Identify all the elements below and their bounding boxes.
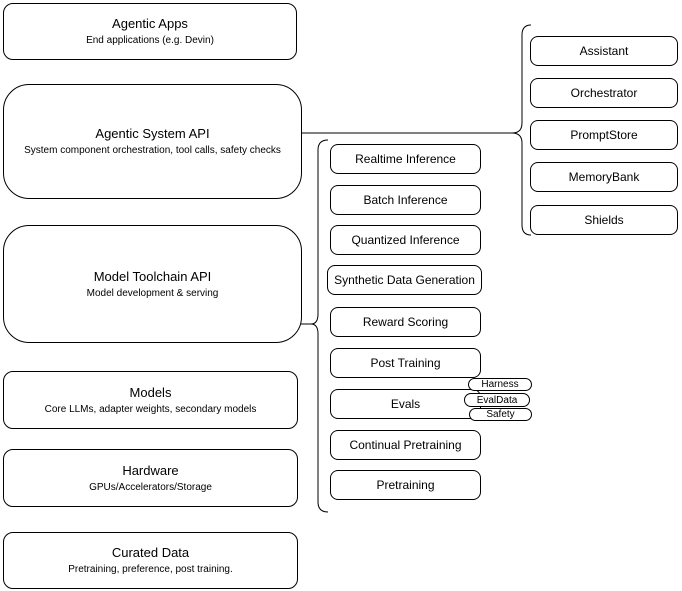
node-assistant: Assistant (530, 36, 678, 66)
node-orchestrator: Orchestrator (530, 78, 678, 108)
node-promptstore: PromptStore (530, 120, 678, 150)
node-subtitle: GPUs/Accelerators/Storage (89, 481, 212, 493)
badge-harness: Harness (468, 378, 532, 391)
node-label: Evals (390, 397, 421, 411)
node-subtitle: System component orchestration, tool cal… (24, 145, 281, 156)
node-label: Synthetic Data Generation (334, 273, 475, 287)
node-quantized-inference: Quantized Inference (330, 225, 481, 255)
node-agentic-system-api: Agentic System API System component orch… (3, 84, 302, 199)
node-hardware: Hardware GPUs/Accelerators/Storage (3, 449, 298, 507)
node-agentic-apps: Agentic Apps End applications (e.g. Devi… (3, 3, 297, 60)
badge-label: Safety (486, 409, 515, 420)
node-label: Orchestrator (570, 86, 638, 100)
node-label: Realtime Inference (355, 152, 456, 166)
node-label: Quantized Inference (351, 233, 460, 247)
node-reward-scoring: Reward Scoring (330, 307, 481, 337)
node-pretraining: Pretraining (330, 470, 481, 500)
node-title: Model Toolchain API (93, 268, 212, 284)
node-realtime-inference: Realtime Inference (330, 144, 481, 174)
badge-label: Harness (481, 379, 519, 390)
brace-toolchain (310, 139, 329, 513)
node-shields: Shields (530, 205, 678, 235)
node-curated-data: Curated Data Pretraining, preference, po… (3, 532, 298, 589)
node-batch-inference: Batch Inference (330, 185, 481, 215)
node-subtitle: Pretraining, preference, post training. (68, 564, 233, 575)
node-title: Models (129, 384, 172, 400)
node-label: Post Training (370, 356, 441, 370)
node-model-toolchain-api: Model Toolchain API Model development & … (3, 225, 302, 343)
brace-system (511, 24, 532, 236)
node-continual-pretraining: Continual Pretraining (330, 430, 481, 460)
node-memorybank: MemoryBank (530, 162, 678, 192)
node-post-training: Post Training (330, 348, 481, 378)
node-label: PromptStore (570, 128, 638, 142)
node-label: MemoryBank (568, 170, 640, 184)
node-label: Batch Inference (363, 193, 448, 207)
node-label: Pretraining (376, 478, 435, 492)
badge-label: EvalData (476, 394, 518, 406)
node-subtitle: Core LLMs, adapter weights, secondary mo… (44, 403, 257, 415)
node-models: Models Core LLMs, adapter weights, secon… (3, 371, 298, 429)
node-title: Agentic Apps (112, 16, 188, 31)
node-title: Hardware (122, 462, 179, 478)
node-label: Reward Scoring (362, 315, 449, 329)
badge-evaldata: EvalData (464, 393, 530, 407)
badge-safety: Safety (469, 408, 532, 421)
node-label: Assistant (579, 44, 629, 58)
node-subtitle: End applications (e.g. Devin) (86, 35, 214, 46)
node-label: Shields (584, 213, 624, 227)
node-label: Continual Pretraining (349, 438, 462, 452)
node-evals: Evals (330, 389, 481, 419)
node-synthetic-data-generation: Synthetic Data Generation (327, 265, 482, 295)
node-subtitle: Model development & serving (86, 287, 219, 299)
node-title: Agentic System API (95, 126, 210, 141)
node-title: Curated Data (111, 545, 190, 560)
